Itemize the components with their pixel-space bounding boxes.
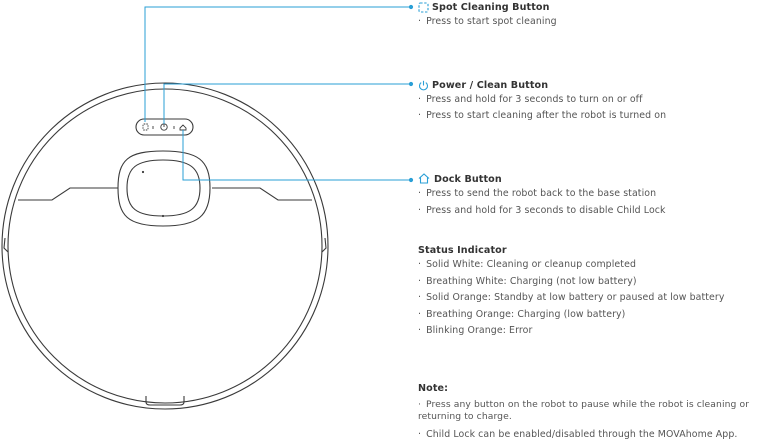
robot-inner-shell xyxy=(7,88,323,404)
spot-leader-dot xyxy=(408,4,414,10)
dock-item: ·Press to send the robot back to the bas… xyxy=(418,188,657,199)
dock-button[interactable] xyxy=(179,124,187,131)
power-icon xyxy=(419,80,428,91)
note-item: ·Child Lock can be enabled/disabled thro… xyxy=(418,429,738,440)
spot-leader-line xyxy=(144,6,410,122)
power-leader-dot xyxy=(408,81,414,87)
power-clean-title: Power / Clean Button xyxy=(432,80,549,91)
left-cover-seam xyxy=(18,187,118,201)
sensor-dot xyxy=(141,170,145,174)
note-title: Note: xyxy=(418,383,449,394)
spot-cleaning-item: ·Press to start spot cleaning xyxy=(418,16,557,27)
right-bumper-notch xyxy=(321,237,327,253)
right-cover-seam xyxy=(212,187,312,201)
power-clean-item: ·Press and hold for 3 seconds to turn on… xyxy=(418,94,643,105)
status-item: ·Solid Orange: Standby at low battery or… xyxy=(418,292,725,303)
status-item: ·Breathing White: Charging (not low batt… xyxy=(418,276,637,287)
spot-cleaning-icon xyxy=(418,2,429,13)
status-item: ·Blinking Orange: Error xyxy=(418,325,533,336)
dock-leader-dot xyxy=(408,177,414,183)
power-leader-line xyxy=(163,83,410,124)
status-item: ·Solid White: Cleaning or cleanup comple… xyxy=(418,259,636,270)
left-bumper-notch xyxy=(3,237,9,253)
dock-title: Dock Button xyxy=(434,174,502,185)
robot-body xyxy=(1,82,329,410)
spot-cleaning-title: Spot Cleaning Button xyxy=(432,2,550,13)
dock-leader-line xyxy=(182,130,410,181)
sensor-dot xyxy=(161,214,165,218)
dock-item: ·Press and hold for 3 seconds to disable… xyxy=(418,205,666,216)
power-clean-item: ·Press to start cleaning after the robot… xyxy=(418,110,667,121)
status-indicator-title: Status Indicator xyxy=(418,245,507,256)
home-icon xyxy=(418,173,430,184)
note-item: ·Press any button on the robot to pause … xyxy=(418,399,750,422)
robot-outer-shell xyxy=(1,82,329,410)
status-item: ·Breathing Orange: Charging (low battery… xyxy=(418,309,626,320)
lidar-cap-outer xyxy=(117,150,211,227)
bottom-bumper-tab xyxy=(145,396,185,406)
